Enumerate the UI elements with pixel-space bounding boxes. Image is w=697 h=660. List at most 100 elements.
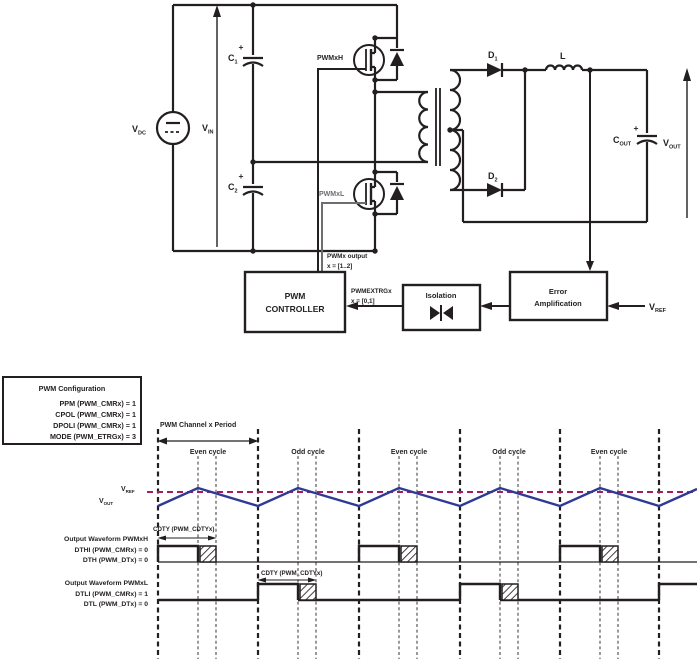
period-label: PWM Channel x Period — [160, 422, 236, 429]
cdty-low-arrowhead-left — [257, 577, 266, 583]
transformer-primary-winding — [418, 90, 429, 164]
circuit-labels: VDC VIN C1 + C2 + PWMxH PWMxL D1 D2 L CO… — [132, 42, 681, 314]
pwm-configuration-box: PWM Configuration PPM (PWM_CMRx) = 1 CPO… — [2, 376, 142, 445]
pwmxl-row-line2: DTLI (PWM_CMRx) = 1 — [75, 591, 148, 598]
isolation-box — [401, 283, 482, 332]
cycle-label-3: Even cycle — [391, 449, 427, 456]
mosfet-low-body-diode — [390, 186, 404, 200]
cout-plate-bottom — [636, 139, 658, 145]
pwm-output-label-1: PWMx output — [327, 253, 368, 260]
pwm-controller-label-1: PWM — [285, 291, 306, 301]
c1-plate-bottom — [242, 61, 264, 67]
cycle-label-5: Even cycle — [591, 449, 627, 456]
inductor-label: L — [560, 51, 566, 61]
pwm-config-line-1: PPM (PWM_CMRx) = 1 — [60, 399, 136, 408]
mosfet-low-drain-wire — [371, 170, 399, 189]
waveform-row-labels: Output Waveform PWMxH DTHI (PWM_CMRx) = … — [64, 536, 148, 608]
mosfet-high-diode-wire — [375, 66, 399, 82]
pwmxh-pulses — [156, 544, 602, 562]
mosfet-low-circle — [353, 178, 385, 210]
cdty-high-label: CDTY (PWM_CDTYx) — [153, 526, 214, 533]
cycle-label-2: Odd cycle — [291, 449, 325, 456]
pwmxh-gate-label: PWMxH — [317, 55, 343, 62]
isolation-label: Isolation — [426, 291, 457, 300]
c2-plus: + — [239, 171, 244, 181]
pwmxh-row-line2: DTHI (PWM_CMRx) = 0 — [75, 547, 149, 554]
pwmxl-pulses — [256, 582, 697, 600]
cdty-low-arrowhead-right — [308, 577, 317, 583]
pwm-config-title: PWM Configuration — [39, 384, 106, 393]
mosfet-high — [353, 5, 404, 92]
power-stage — [155, 2, 691, 272]
output-top-wire — [582, 68, 649, 133]
pwm-controller-box — [243, 270, 347, 334]
optocoupler-icon — [430, 305, 453, 321]
vref-wave-label: VREF — [121, 486, 135, 494]
center-tap-wire — [450, 128, 465, 222]
vout-ripple-wave — [157, 486, 697, 508]
c2-label: C2 — [228, 182, 238, 195]
erroramp-to-isolation-arrowhead — [480, 302, 492, 310]
vin-label: VIN — [202, 123, 214, 136]
transformer-core — [435, 88, 441, 166]
d2-label: D2 — [488, 171, 498, 184]
pwmxl-gate-wire — [321, 202, 366, 272]
bridge-midpoint-wire — [373, 90, 428, 172]
pwmxh-row-line3: DTH (PWM_DTx) = 0 — [83, 557, 148, 564]
ext-trigger-label-2: x = [0,1] — [351, 298, 375, 305]
pwmxh-gate-wire — [317, 68, 366, 272]
c1-label: C1 — [228, 53, 238, 66]
ext-trigger-label-1: PWMEXTRGx — [351, 288, 392, 295]
pwm-output-label-2: x = [1..2] — [327, 263, 352, 270]
error-amp-label-1: Error — [549, 287, 567, 296]
vdc-label: VDC — [132, 124, 146, 137]
d1-diode — [487, 63, 502, 77]
pwm-config-line-3: DPOLI (PWM_CMRx) = 1 — [53, 421, 136, 430]
vout-arrowhead — [683, 68, 691, 81]
cout-label: COUT — [613, 135, 632, 148]
vin-arrowhead — [213, 5, 221, 17]
mosfet-low-diode-wire — [375, 200, 399, 216]
error-amp-label-2: Amplification — [534, 299, 582, 308]
cycle-label-1: Even cycle — [190, 449, 226, 456]
vref-right-label: VREF — [649, 302, 667, 314]
cdty-high-arrowhead-left — [157, 535, 166, 541]
vref-input-arrowhead — [607, 302, 619, 310]
cout-plus: + — [634, 123, 639, 133]
control-blocks: PWM CONTROLLER Isolation Error Amplifica… — [243, 270, 645, 334]
pwm-controller-label-2: CONTROLLER — [265, 304, 324, 314]
d2-wire — [450, 70, 527, 192]
cdty-low-label: CDTY (PWM_CDTYx) — [261, 570, 322, 577]
pwm-config-line-4: MODE (PWM_ETRGx) = 3 — [50, 432, 136, 441]
cdty-high-arrowhead-right — [208, 535, 217, 541]
pwmxh-jitter-hatches — [199, 545, 619, 563]
mosfet-low — [353, 170, 404, 251]
vdc-source-symbol — [155, 110, 191, 146]
mosfet-low-source-wire — [371, 199, 377, 251]
d1-label: D1 — [488, 50, 498, 63]
feedback-arrowhead — [586, 261, 594, 271]
inductor-winding — [544, 64, 584, 71]
period-arrowhead-left — [157, 437, 167, 445]
vout-wave-label: VOUT — [99, 498, 113, 506]
pwmxl-row-line3: DTL (PWM_DTx) = 0 — [84, 601, 148, 608]
junction-dots — [250, 2, 593, 254]
cycle-boundary-lines — [156, 429, 661, 659]
mosfet-high-circle — [353, 44, 385, 76]
pwmxh-row-title: Output Waveform PWMxH — [64, 536, 148, 543]
d2-diode — [487, 183, 502, 197]
isolation-to-controller-arrowhead — [346, 302, 358, 310]
mosfet-high-body-diode — [390, 52, 404, 66]
period-arrowhead-right — [249, 437, 259, 445]
pwm-config-line-2: CPOL (PWM_CMRx) = 1 — [55, 410, 136, 419]
cycle-label-4: Odd cycle — [492, 449, 526, 456]
pwmxl-gate-label: PWMxL — [319, 191, 345, 198]
pwmxl-row-title: Output Waveform PWMxL — [65, 580, 148, 587]
timing-diagram: PWM Channel x Period Even cycle Odd cycl… — [64, 422, 697, 659]
vout-label: VOUT — [663, 138, 681, 151]
output-rectifier — [450, 63, 658, 224]
mosfet-high-drain-wire — [371, 5, 399, 55]
error-amplification-box — [508, 270, 609, 322]
